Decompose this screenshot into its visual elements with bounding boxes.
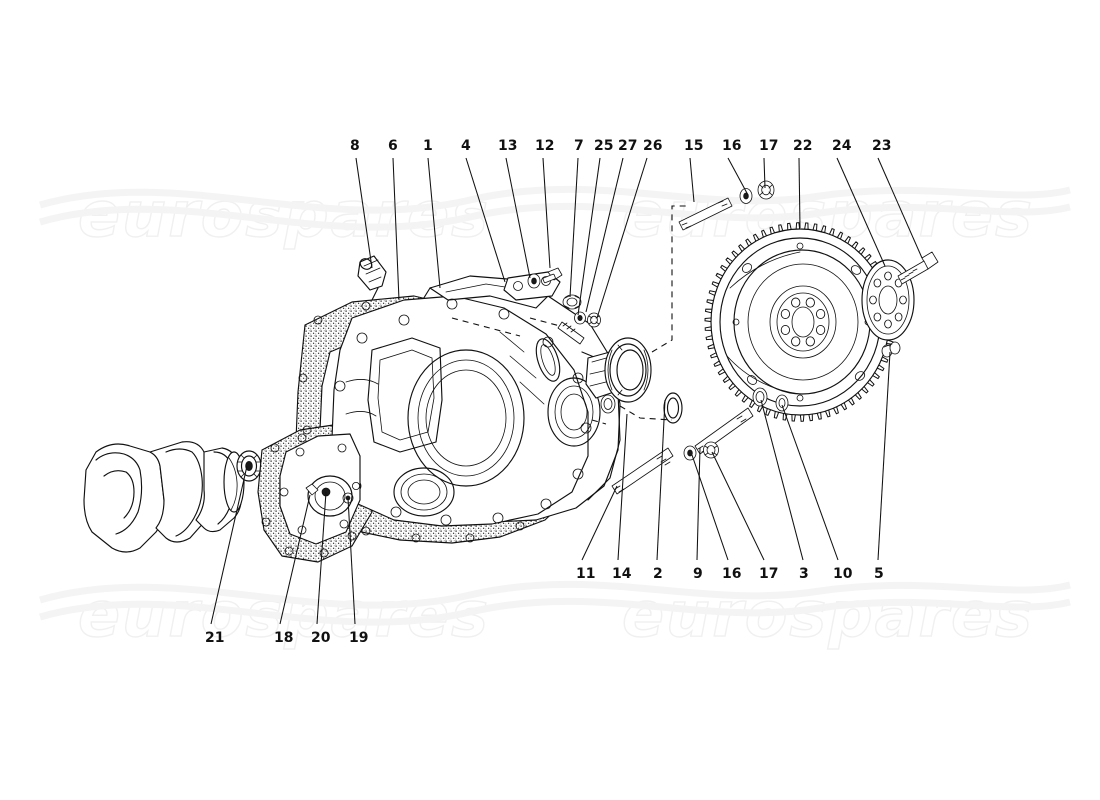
callout-number-9: 9 bbox=[693, 566, 703, 582]
leader-line-3 bbox=[760, 399, 804, 561]
alignment-guides bbox=[451, 205, 688, 425]
leader-line-6 bbox=[392, 157, 400, 301]
leader-line-8 bbox=[355, 157, 373, 269]
flywheel-hub-hole bbox=[815, 308, 826, 320]
callout-number-15: 15 bbox=[684, 138, 704, 154]
callout-number-3: 3 bbox=[799, 566, 809, 582]
stud-15-assembly bbox=[678, 180, 775, 231]
leader-line-21 bbox=[210, 465, 248, 625]
callout-number-21: 21 bbox=[205, 630, 225, 646]
callout-number-16: 16 bbox=[722, 138, 742, 154]
leader-line-13 bbox=[505, 157, 531, 279]
leader-line-2 bbox=[656, 399, 666, 561]
hardware-cluster-top bbox=[527, 267, 601, 345]
crankshaft-oil-seal-part bbox=[604, 337, 652, 403]
callout-number-18: 18 bbox=[274, 630, 294, 646]
leader-line-17 bbox=[711, 451, 765, 561]
flange-bolt-hole bbox=[884, 271, 892, 281]
leader-line-16 bbox=[691, 454, 729, 561]
flywheel-hub-hole bbox=[791, 336, 801, 347]
callout-number-2: 2 bbox=[653, 566, 663, 582]
stud-11-part bbox=[611, 447, 674, 495]
leader-line-4 bbox=[465, 157, 506, 283]
callout-number-7: 7 bbox=[574, 138, 584, 154]
callout-number-14: 14 bbox=[612, 566, 632, 582]
leader-line-22 bbox=[798, 157, 801, 229]
callout-number-10: 10 bbox=[833, 566, 853, 582]
callout-number-23: 23 bbox=[872, 138, 892, 154]
flywheel-ring-gear-part bbox=[704, 222, 896, 422]
leader-line-24 bbox=[836, 157, 886, 267]
flywheel-hub-hole bbox=[780, 324, 791, 336]
flange-bolt-hole bbox=[894, 312, 903, 322]
flange-bolt-hole bbox=[869, 295, 877, 305]
flywheel-hub-hole bbox=[815, 324, 826, 336]
leader-line-7 bbox=[569, 157, 579, 298]
leader-line-11 bbox=[581, 485, 618, 561]
callout-number-13: 13 bbox=[498, 138, 518, 154]
stud-9-assembly bbox=[683, 407, 754, 461]
flywheel-bolt-part bbox=[897, 251, 939, 285]
callout-number-27: 27 bbox=[618, 138, 638, 154]
leader-line-20 bbox=[316, 491, 327, 625]
flywheel-hub-hole bbox=[805, 336, 815, 347]
callout-number-12: 12 bbox=[535, 138, 555, 154]
leader-line-10 bbox=[781, 404, 839, 561]
flange-bolt-hole bbox=[884, 319, 892, 329]
flange-bolt-hole bbox=[873, 312, 882, 322]
leader-line-15 bbox=[689, 157, 695, 203]
o-ring-parts bbox=[600, 392, 683, 424]
callout-number-1: 1 bbox=[423, 138, 433, 154]
leader-line-1 bbox=[427, 157, 441, 289]
spacer-rings bbox=[752, 387, 789, 412]
leader-line-17 bbox=[763, 157, 766, 189]
leader-line-25 bbox=[577, 157, 601, 316]
flange-bolt-hole bbox=[899, 295, 907, 305]
callout-number-24: 24 bbox=[832, 138, 852, 154]
leader-line-23 bbox=[877, 157, 923, 259]
leader-line-9 bbox=[696, 447, 701, 561]
callout-number-20: 20 bbox=[311, 630, 331, 646]
callout-number-25: 25 bbox=[594, 138, 614, 154]
leader-line-5 bbox=[877, 351, 891, 561]
leader-line-18 bbox=[279, 494, 311, 625]
callout-number-26: 26 bbox=[643, 138, 663, 154]
flywheel-hub-hole bbox=[791, 297, 801, 308]
leader-line-16 bbox=[727, 157, 749, 196]
callout-number-16: 16 bbox=[722, 566, 742, 582]
rpm-sensor-plug-part bbox=[357, 255, 387, 301]
callout-number-17: 17 bbox=[759, 566, 779, 582]
pilot-bearing-part bbox=[236, 450, 262, 482]
callout-number-4: 4 bbox=[461, 138, 471, 154]
callout-number-19: 19 bbox=[349, 630, 369, 646]
leader-line-26 bbox=[596, 157, 648, 319]
leader-line-19 bbox=[347, 497, 356, 625]
callout-number-5: 5 bbox=[874, 566, 884, 582]
flywheel-hub-hole bbox=[805, 297, 815, 308]
leader-line-12 bbox=[542, 157, 551, 269]
leader-line-14 bbox=[617, 413, 628, 561]
callout-number-11: 11 bbox=[576, 566, 596, 582]
flange-bolt-hole bbox=[873, 278, 882, 288]
callout-number-17: 17 bbox=[759, 138, 779, 154]
callout-number-22: 22 bbox=[793, 138, 813, 154]
clutch-bellhousing-part bbox=[279, 275, 621, 545]
callout-number-8: 8 bbox=[350, 138, 360, 154]
leader-line-27 bbox=[585, 157, 624, 313]
flywheel-hub-hole bbox=[780, 308, 791, 320]
callout-number-6: 6 bbox=[388, 138, 398, 154]
